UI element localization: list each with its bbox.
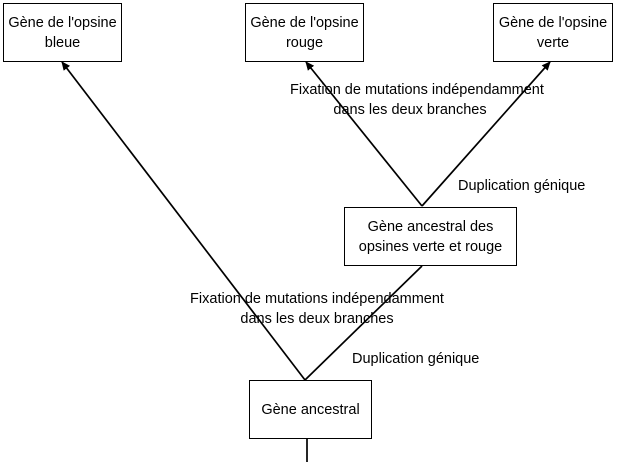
node-label-line2: rouge [285, 34, 324, 51]
node-ancestral: Gène ancestral [249, 380, 372, 439]
edge-ancestral-to-ancestral-vr [304, 265, 423, 381]
node-opsine-bleue: Gène de l'opsine bleue [3, 3, 122, 62]
edge-ancestral-vr-to-verte [421, 61, 551, 207]
annotation-lower-duplication: Duplication génique [352, 351, 480, 367]
node-opsine-rouge: Gène de l'opsine rouge [245, 3, 364, 62]
node-label-line2: verte [536, 34, 570, 51]
node-label: Gène ancestral [261, 401, 360, 418]
annotation-line2: dans les deux branches [240, 311, 394, 327]
annotation-upper-duplication: Duplication génique [458, 178, 586, 194]
node-label-line2: opsines verte et rouge [358, 238, 503, 255]
annotation-upper-fixation: Fixation de mutations indépendamment dan… [290, 80, 544, 120]
node-label-line1: Gène de l'opsine [498, 14, 608, 31]
edge-ancestral-vr-to-rouge [305, 61, 423, 207]
node-opsine-verte: Gène de l'opsine verte [493, 3, 613, 62]
annotation-line1: Fixation de mutations indépendamment [290, 82, 544, 98]
annotation-line1: Fixation de mutations indépendamment [190, 291, 444, 307]
node-label-line2: bleue [44, 34, 81, 51]
annotation-line2: dans les deux branches [333, 102, 487, 118]
annotation-lower-fixation: Fixation de mutations indépendamment dan… [187, 289, 447, 329]
node-ancestral-verte-rouge: Gène ancestral des opsines verte et roug… [344, 207, 517, 266]
node-label-line1: Gène de l'opsine [8, 14, 117, 31]
edge-ancestral-to-bleue [61, 61, 306, 381]
node-label-line1: Gène ancestral des [367, 218, 494, 235]
node-label-line1: Gène de l'opsine [250, 14, 359, 31]
